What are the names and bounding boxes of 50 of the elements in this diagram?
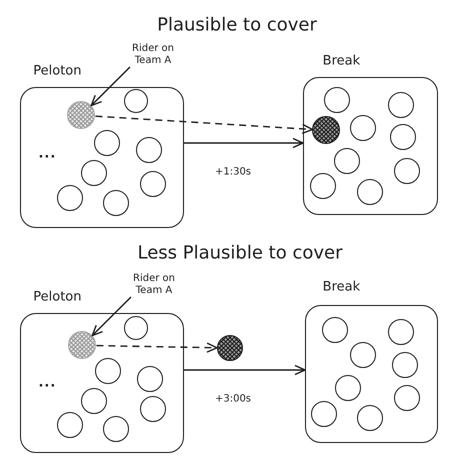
ellipsis-text: ... (38, 146, 56, 162)
leader-arrow (92, 296, 132, 336)
group-label: Break (322, 280, 360, 295)
rider-circle (388, 319, 414, 346)
rider-circle (81, 160, 108, 186)
rider-circle (103, 190, 130, 216)
ellipsis-text: ... (38, 376, 56, 391)
rider-circle (392, 352, 418, 378)
rider-circle (324, 87, 350, 114)
group-label: Peloton (33, 64, 82, 79)
rider-circle (310, 173, 336, 200)
dashed-arrow (95, 116, 314, 134)
rider-circle (334, 148, 360, 174)
hatched-rider-circle (312, 116, 340, 144)
leader-arrow (90, 66, 130, 106)
rider-circle (388, 92, 414, 118)
rider-circle (124, 89, 148, 114)
rider-circle (394, 158, 420, 184)
hatched-rider-circle (217, 335, 243, 361)
rider-circle (357, 405, 384, 432)
group-label: Break (322, 54, 360, 69)
arrow (184, 138, 304, 148)
rider-circle (140, 171, 166, 198)
section-title: Less Plausible to cover (138, 242, 342, 264)
rider-circle (57, 185, 84, 212)
rider-circle (335, 375, 362, 402)
rider-circle (57, 412, 84, 438)
dashed-arrow (96, 342, 218, 353)
hatched-rider-circle (67, 101, 96, 130)
rider-circle (81, 388, 108, 414)
rider-circle (390, 124, 416, 150)
rider-circle (140, 396, 166, 422)
rider-circle (124, 316, 148, 340)
rider-circle (350, 342, 376, 368)
rider-circle (350, 115, 376, 142)
arrow (184, 364, 306, 376)
rider-circle (357, 179, 384, 206)
rider-circle (322, 317, 348, 344)
rider-circle (95, 358, 122, 384)
group-label: Peloton (33, 290, 82, 305)
callout-text: Rider on Team A (125, 43, 181, 67)
rider-circle (94, 130, 120, 156)
rider-circle (103, 416, 130, 442)
callout-text: Rider on Team A (126, 273, 182, 297)
rider-circle (136, 137, 162, 164)
rider-circle (394, 385, 420, 412)
rider-circle (311, 401, 338, 428)
hatched-rider-circle (68, 331, 96, 360)
rider-circle (137, 366, 164, 392)
section-title: Plausible to cover (157, 14, 317, 36)
